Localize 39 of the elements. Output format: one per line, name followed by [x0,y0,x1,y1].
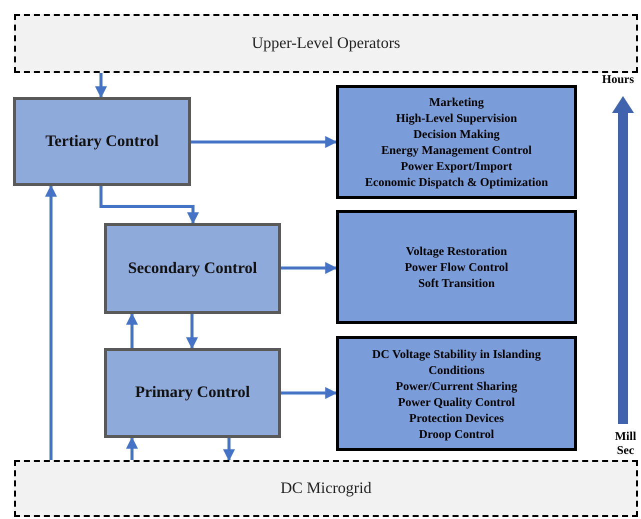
arrow [100,186,199,224]
arrow [126,312,138,348]
box-label: Secondary Control [128,260,258,278]
microgrid-layer-box [14,460,638,517]
arrow [126,436,138,460]
arrow [223,438,235,462]
list-item: Power Export/Import [400,158,512,174]
arrow [186,314,198,350]
arrow [281,262,338,274]
function-list-box [336,210,577,324]
arrow [45,184,57,460]
list-item: Energy Management Control [381,142,532,158]
function-list-box [336,85,577,199]
box-label: DC Microgrid [280,480,372,498]
list-item: Decision Making [413,126,500,142]
arrow [191,136,338,148]
list-item: Protection Devices [409,410,504,426]
time-scale-label: Mill Sec [614,429,638,457]
list-item: Marketing [429,94,484,110]
arrow [95,73,107,98]
list-item: Power/Current Sharing [396,378,518,394]
list-item: Droop Control [418,426,494,442]
list-item: Power Flow Control [404,259,508,275]
box-label: Tertiary Control [45,132,159,150]
operator-layer-box [14,14,638,73]
list-item: Economic Dispatch & Optimization [365,174,548,190]
list-item: Soft Transition [418,275,495,291]
list-item: Voltage Restoration [406,243,508,259]
list-item: DC Voltage Stability in Islanding Conditions [371,346,542,378]
time-scale-label: Hours [600,72,635,86]
control-box [13,97,191,186]
function-list-box [336,336,577,451]
box-label: Upper-Level Operators [252,34,400,52]
list-item: Power Quality Control [398,394,515,410]
arrow [281,387,338,399]
control-box [104,223,281,314]
box-label: Primary Control [135,384,250,402]
list-item: High-Level Supervision [396,110,517,126]
control-box [104,348,281,438]
